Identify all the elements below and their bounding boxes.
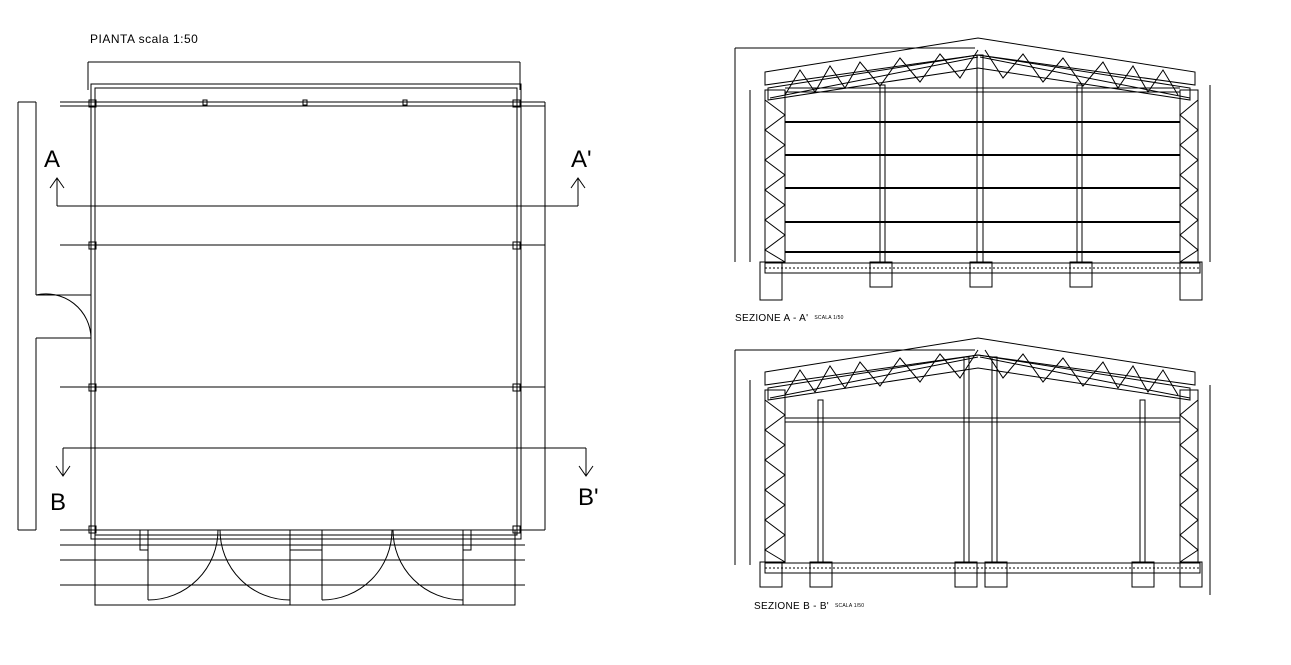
- plan-title: PIANTA scala 1:50: [90, 32, 199, 46]
- section-bb-caption: SEZIONE B - B' SCALA 1/50: [754, 601, 864, 612]
- section-line-bb: [55, 447, 594, 477]
- section-mark-b: B: [50, 489, 67, 516]
- floor-plan: [17, 61, 594, 606]
- section-mark-b-prime: B': [578, 484, 599, 511]
- section-bb-scale: SCALA 1/50: [835, 603, 865, 609]
- plan-dimension-frame: [17, 61, 521, 531]
- section-aa-caption: SEZIONE A - A' SCALA 1/50: [735, 313, 844, 324]
- section-bb-title: SEZIONE B - B': [754, 601, 830, 612]
- section-line-aa: [49, 177, 586, 207]
- truss-diagonals-aa: [784, 49, 1179, 96]
- section-aa-title: SEZIONE A - A': [735, 313, 809, 324]
- plan-columns: [88, 99, 521, 534]
- section-aa-scale: SCALA 1/50: [814, 315, 844, 321]
- section-mark-a: A: [44, 146, 61, 173]
- plan-walls: [35, 83, 546, 606]
- section-mark-a-prime: A': [571, 146, 592, 173]
